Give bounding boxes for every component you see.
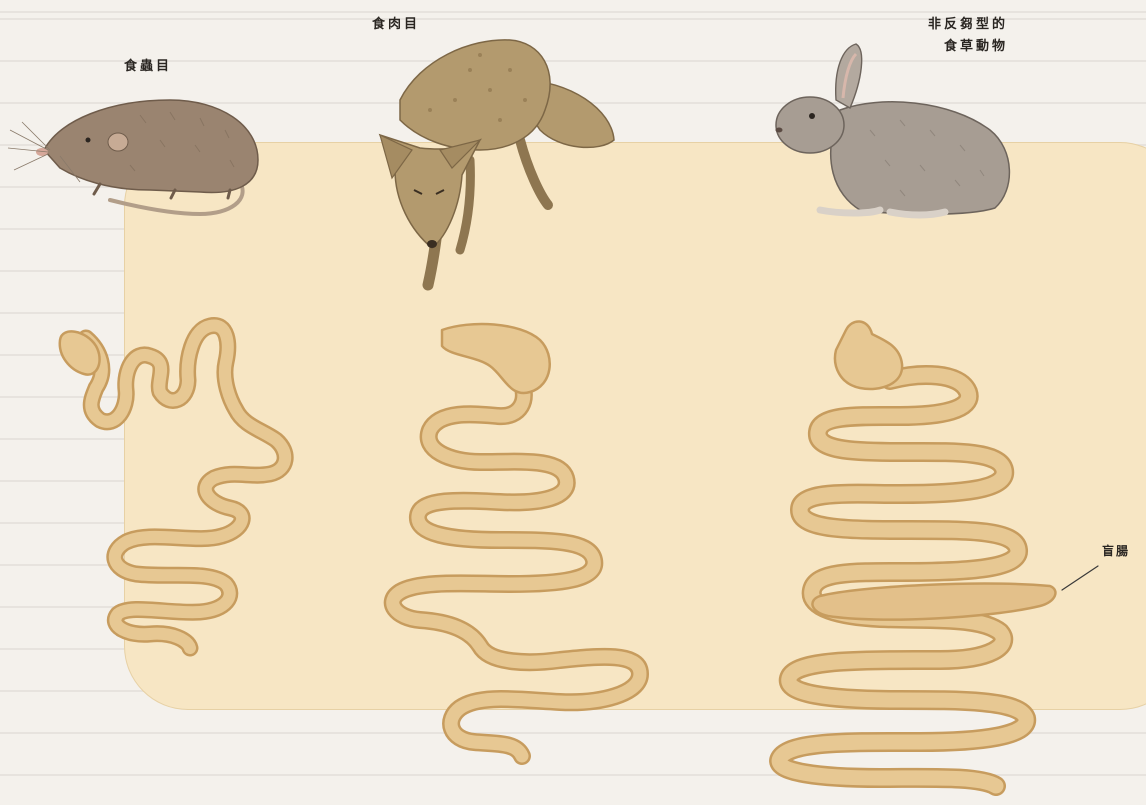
shrew-illustration bbox=[8, 100, 258, 214]
insectivore-intestine bbox=[60, 326, 285, 648]
cecum-label: 盲腸 bbox=[1102, 540, 1130, 562]
carnivore-intestine bbox=[393, 324, 640, 756]
cecum-shape bbox=[812, 584, 1055, 620]
herbivore-label: 非反芻型的 食草動物 bbox=[878, 14, 1008, 58]
fox-illustration bbox=[380, 40, 614, 285]
cecum-pointer-line bbox=[1062, 566, 1098, 590]
rabbit-illustration bbox=[776, 44, 1010, 215]
insectivore-label: 食蟲目 bbox=[124, 56, 172, 78]
carnivore-label: 食肉目 bbox=[372, 14, 420, 36]
herbivore-intestine bbox=[779, 321, 1098, 786]
